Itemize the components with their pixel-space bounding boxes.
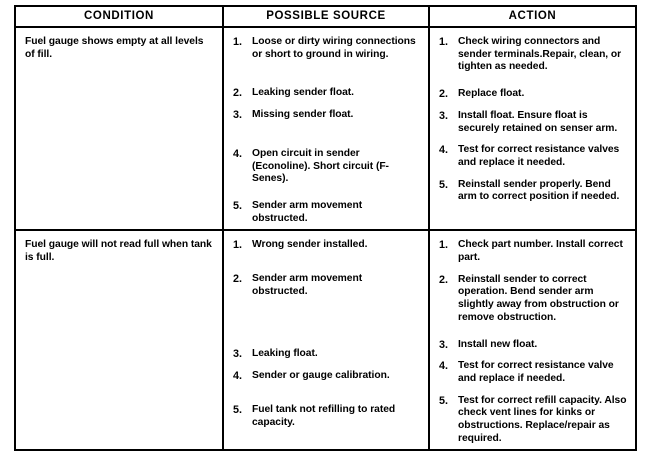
list-item-number: 1. (233, 239, 242, 252)
possible-source-list: 1. Wrong sender installed. 2. Sender arm… (233, 239, 420, 429)
header-row: CONDITION POSSIBLE SOURCE ACTION (14, 5, 637, 28)
list-item-text: Leaking sender float. (252, 87, 354, 99)
list-item: 5. Test for correct refill capacity. Als… (439, 395, 627, 446)
list-item-text: Check part number. Install correct part. (458, 239, 623, 264)
list-item: 1. Wrong sender installed. (233, 239, 420, 252)
list-item: 2. Sender arm movement obstructed. (233, 273, 420, 298)
list-item-number: 1. (233, 36, 242, 48)
cell-possible-source: 1. Wrong sender installed. 2. Sender arm… (222, 229, 430, 451)
list-item-text: Install new float. (458, 338, 538, 350)
list-item-number: 5. (233, 403, 242, 416)
condition-text: Fuel gauge shows empty at all levels of … (25, 36, 204, 60)
list-item-number: 5. (439, 178, 448, 191)
list-item: 4. Test for correct resistance valves an… (439, 144, 627, 169)
list-item-text: Sender arm movement obstructed. (252, 199, 363, 224)
list-item-text: Sender arm movement obstructed. (252, 273, 363, 297)
list-item-number: 3. (439, 338, 448, 351)
list-item-text: Sender or gauge calibration. (252, 370, 390, 382)
list-item-number: 5. (439, 394, 448, 407)
list-item: 2. Reinstall sender to correct operation… (439, 274, 627, 325)
list-item-text: Test for correct refill capacity. Also c… (458, 394, 627, 444)
list-item-number: 2. (233, 87, 242, 100)
list-item-number: 3. (439, 109, 448, 122)
table-row: Fuel gauge will not read full when tank … (14, 229, 637, 451)
list-item-number: 1. (439, 36, 448, 48)
header-possible-source: POSSIBLE SOURCE (222, 5, 430, 28)
table-body: Fuel gauge shows empty at all levels of … (14, 25, 637, 451)
list-item: 3. Leaking float. (233, 348, 420, 361)
cell-action: 1. Check wiring connectors and sender te… (428, 25, 637, 232)
list-item-text: Reinstall sender properly. Bend arm to c… (458, 178, 620, 203)
list-item: 4. Sender or gauge calibration. (233, 370, 420, 383)
list-item: 1. Check part number. Install correct pa… (439, 239, 627, 264)
list-item: 5. Sender arm movement obstructed. (233, 200, 420, 225)
list-item-text: Missing sender float. (252, 109, 354, 121)
cell-condition: Fuel gauge will not read full when tank … (14, 229, 224, 451)
list-item: 2. Replace float. (439, 88, 627, 101)
action-list: 1. Check part number. Install correct pa… (439, 239, 627, 445)
troubleshooting-chart-page: CONDITION POSSIBLE SOURCE ACTION Fuel ga… (14, 5, 637, 451)
list-item-number: 4. (439, 360, 448, 373)
list-item-number: 2. (233, 273, 242, 286)
list-item-number: 1. (439, 239, 448, 252)
table-row: Fuel gauge shows empty at all levels of … (14, 25, 637, 232)
list-item-number: 3. (233, 348, 242, 361)
list-item-text: Fuel tank not refilling to rated capacit… (252, 403, 396, 428)
list-item-text: Open circuit in sender (Econoline). Shor… (252, 147, 389, 185)
list-item: 3. Install new float. (439, 339, 627, 352)
list-item: 5. Reinstall sender properly. Bend arm t… (439, 179, 627, 204)
list-item-text: Test for correct resistance valves and r… (458, 144, 620, 168)
list-item-text: Check wiring connectors and sender termi… (458, 36, 622, 73)
list-item-number: 4. (439, 144, 448, 157)
action-list: 1. Check wiring connectors and sender te… (439, 36, 627, 204)
condition-text: Fuel gauge will not read full when tank … (25, 239, 212, 263)
list-item-text: Install float. Ensure float is securely … (458, 109, 618, 134)
table-header: CONDITION POSSIBLE SOURCE ACTION (14, 5, 637, 28)
list-item-number: 3. (233, 109, 242, 122)
list-item-text: Leaking float. (252, 348, 318, 360)
possible-source-list: 1. Loose or dirty wiring connections or … (233, 36, 420, 225)
list-item: 1. Loose or dirty wiring connections or … (233, 36, 420, 61)
list-item: 5. Fuel tank not refilling to rated capa… (233, 404, 420, 429)
list-item-text: Loose or dirty wiring connections or sho… (252, 36, 416, 60)
list-item-text: Test for correct resistance valve and re… (458, 360, 614, 384)
list-item-number: 4. (233, 370, 242, 383)
list-item: 4. Test for correct resistance valve and… (439, 360, 627, 385)
list-item: 3. Missing sender float. (233, 109, 420, 122)
cell-possible-source: 1. Loose or dirty wiring connections or … (222, 25, 430, 232)
list-item: 2. Leaking sender float. (233, 87, 420, 100)
list-item: 3. Install float. Ensure float is secure… (439, 110, 627, 135)
header-action: ACTION (428, 5, 637, 28)
cell-condition: Fuel gauge shows empty at all levels of … (14, 25, 224, 232)
list-item-number: 2. (439, 273, 448, 286)
troubleshooting-table: CONDITION POSSIBLE SOURCE ACTION Fuel ga… (14, 5, 637, 451)
list-item-number: 5. (233, 199, 242, 212)
cell-action: 1. Check part number. Install correct pa… (428, 229, 637, 451)
list-item: 1. Check wiring connectors and sender te… (439, 36, 627, 74)
list-item-text: Reinstall sender to correct operation. B… (458, 273, 619, 323)
header-condition: CONDITION (14, 5, 224, 28)
list-item-number: 4. (233, 147, 242, 160)
list-item-text: Replace float. (458, 88, 525, 100)
list-item-text: Wrong sender installed. (252, 239, 368, 251)
troubleshooting-table-wrapper: CONDITION POSSIBLE SOURCE ACTION Fuel ga… (14, 5, 637, 451)
list-item-number: 2. (439, 88, 448, 101)
list-item: 4. Open circuit in sender (Econoline). S… (233, 148, 420, 186)
